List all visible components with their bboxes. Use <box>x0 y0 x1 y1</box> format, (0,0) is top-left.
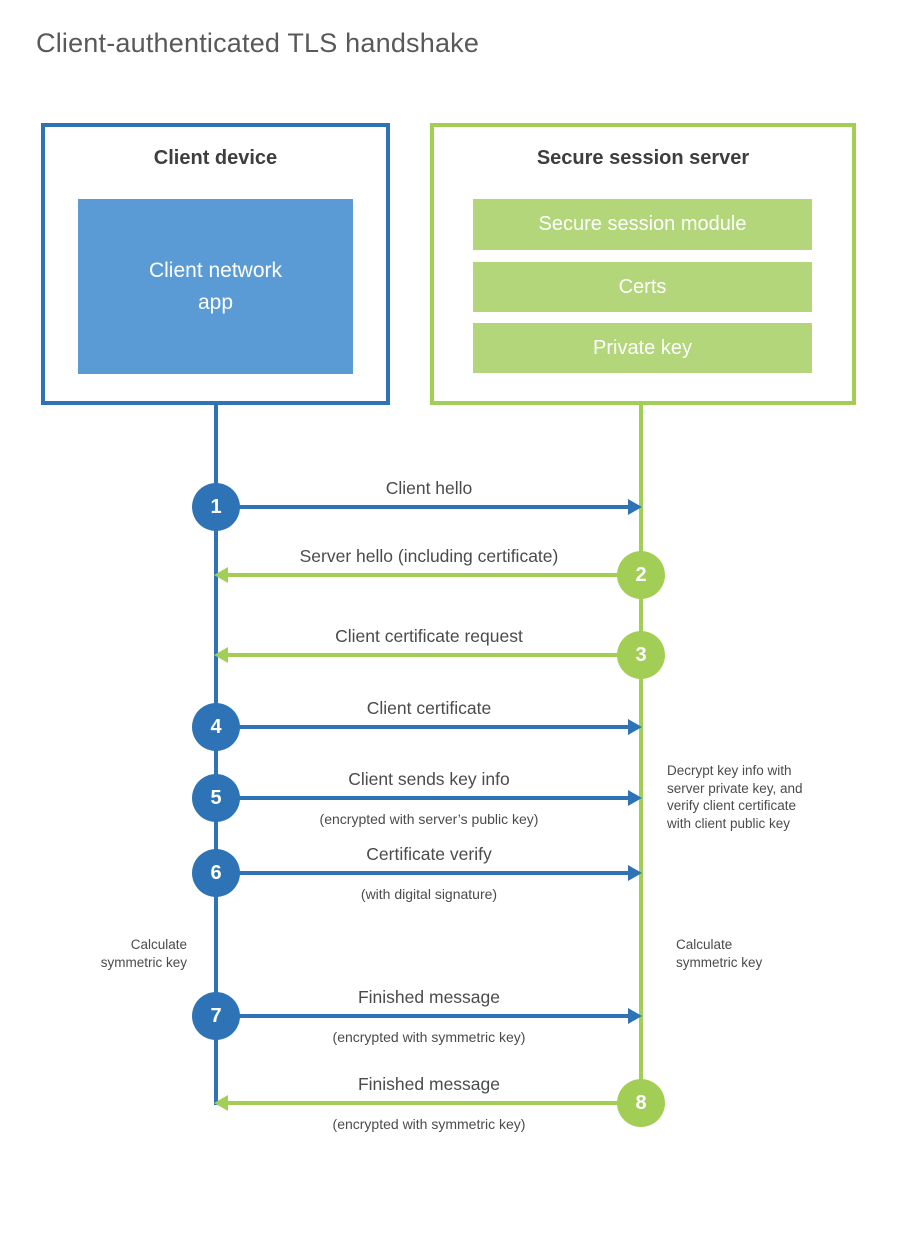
message-2-label: Server hello (including certificate) <box>299 546 559 566</box>
message-8-sublabel: (encrypted with symmetric key) <box>332 1116 526 1132</box>
message-6-label: Certificate verify <box>366 844 492 864</box>
client-lifeline <box>214 405 218 1105</box>
message-7-step-badge: 7 <box>192 992 240 1040</box>
message-3-label: Client certificate request <box>335 626 523 646</box>
message-7-sublabel: (encrypted with symmetric key) <box>332 1029 526 1045</box>
message-8-label: Finished message <box>357 1074 501 1094</box>
message-5-step-badge: 5 <box>192 774 240 822</box>
message-2-step-badge: 2 <box>617 551 665 599</box>
client-calculate-note-line: Calculate <box>130 937 187 952</box>
message-7-arrowhead-icon <box>628 1008 642 1024</box>
server-calculate-symmetric-key-note: Calculate symmetric key <box>676 936 826 971</box>
server-calculate-note-line: symmetric key <box>676 954 763 970</box>
client-calculate-note-line: symmetric key <box>100 954 187 970</box>
message-1-arrowhead-icon <box>628 499 642 515</box>
message-7-label: Finished message <box>357 987 501 1007</box>
page-title: Client-authenticated TLS handshake <box>36 28 480 58</box>
message-6-sublabel: (with digital signature) <box>360 886 498 902</box>
message-2-arrow-line <box>226 573 641 577</box>
client-network-app-box: Client network app <box>78 199 353 374</box>
message-1-arrow-line <box>216 505 628 509</box>
message-8-arrowhead-icon <box>214 1095 228 1111</box>
message-3-arrowhead-icon <box>214 647 228 663</box>
message-7-arrow-line <box>216 1014 628 1018</box>
message-6-arrow-line <box>216 871 628 875</box>
private-key-bar: Private key <box>473 323 812 373</box>
message-5-arrowhead-icon <box>628 790 642 806</box>
server-decrypt-note-line: verify client certificate <box>667 798 797 813</box>
secure-session-module-bar: Secure session module <box>473 199 812 250</box>
server-decrypt-note-line: server private key, and <box>667 780 803 796</box>
server-calculate-note-line: Calculate <box>676 937 733 952</box>
message-3-step-badge: 3 <box>617 631 665 679</box>
message-6-arrowhead-icon <box>628 865 642 881</box>
message-2-arrowhead-icon <box>214 567 228 583</box>
message-5-arrow-line <box>216 796 628 800</box>
message-4-arrow-line <box>216 725 628 729</box>
message-4-step-badge: 4 <box>192 703 240 751</box>
server-decrypt-note-line: with client public key <box>667 815 791 831</box>
message-4-arrowhead-icon <box>628 719 642 735</box>
server-decrypt-note: Decrypt key info with server private key… <box>667 762 842 832</box>
message-6-step-badge: 6 <box>192 849 240 897</box>
secure-session-server-title: Secure session server <box>536 147 750 169</box>
message-1-step-badge: 1 <box>192 483 240 531</box>
client-device-title: Client device <box>153 147 278 169</box>
message-4-label: Client certificate <box>366 698 492 718</box>
message-5-sublabel: (encrypted with server’s public key) <box>319 811 539 827</box>
message-8-step-badge: 8 <box>617 1079 665 1127</box>
server-lifeline <box>639 405 643 1105</box>
client-network-app-label: Client network app <box>148 259 283 314</box>
message-8-arrow-line <box>226 1101 641 1105</box>
message-5-label: Client sends key info <box>348 769 510 789</box>
message-3-arrow-line <box>226 653 641 657</box>
server-decrypt-note-line: Decrypt key info with <box>667 763 792 778</box>
message-1-label: Client hello <box>385 478 473 498</box>
client-calculate-symmetric-key-note: Calculate symmetric key <box>26 936 187 971</box>
certs-bar: Certs <box>473 262 812 312</box>
